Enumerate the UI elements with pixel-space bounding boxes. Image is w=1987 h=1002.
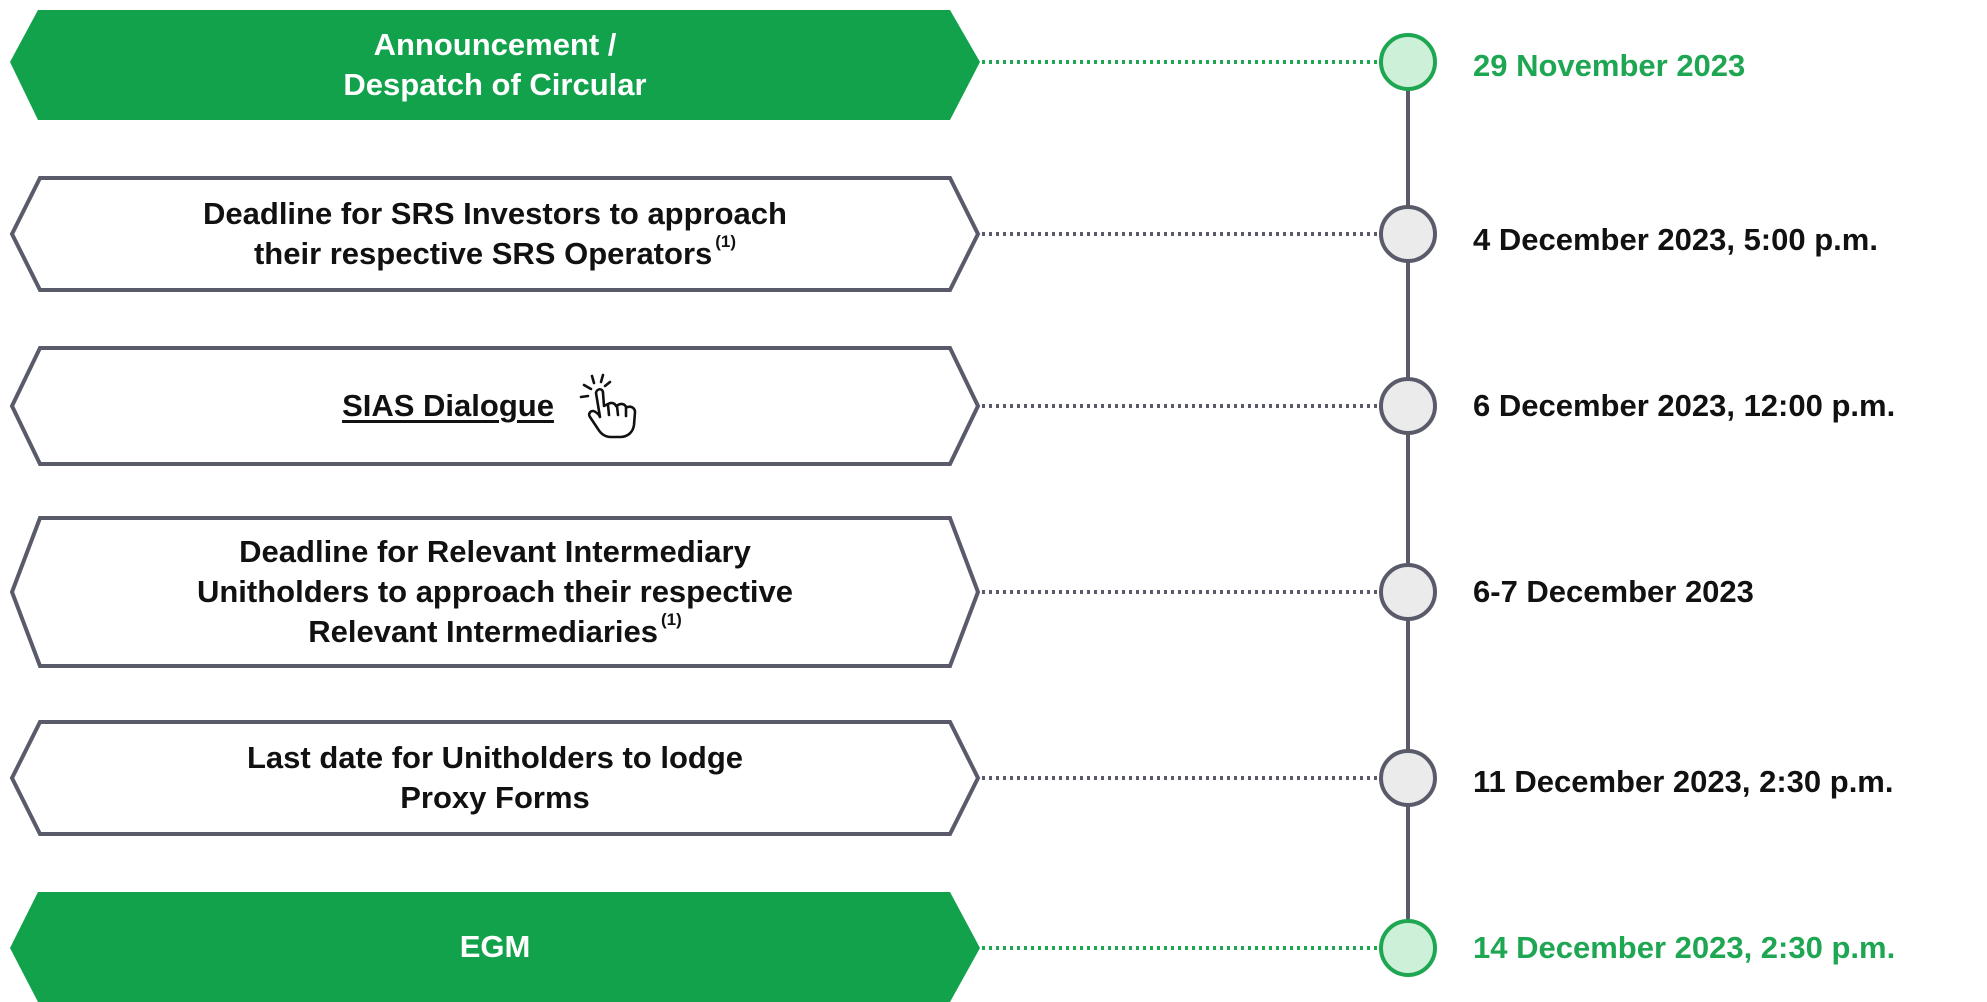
tap-hand-icon[interactable]	[570, 371, 648, 441]
node-srs-deadline	[1379, 205, 1437, 263]
event-label-line: Deadline for Relevant Intermediary	[239, 534, 751, 569]
event-date-proxy-forms: 11 December 2023, 2:30 p.m.	[1473, 764, 1894, 799]
node-intermediary-deadline	[1379, 563, 1437, 621]
event-box-srs-deadline	[9, 176, 981, 292]
event-label-sias-dialogue: SIAS Dialogue	[110, 348, 880, 464]
node-sias-dialogue	[1379, 377, 1437, 435]
event-label-line: Last date for Unitholders to lodge	[246, 740, 743, 775]
event-label-line: EGM	[459, 929, 531, 964]
event-label-line: Proxy Forms	[400, 780, 590, 815]
node-proxy-forms	[1379, 749, 1437, 807]
event-label-line: their respective SRS Operators	[253, 236, 713, 271]
event-label-intermediary-deadline: Deadline for Relevant Intermediary Unith…	[110, 518, 880, 666]
event-box-intermediary-deadline	[9, 516, 981, 668]
sias-dialogue-link[interactable]: SIAS Dialogue	[342, 388, 554, 423]
node-announcement	[1379, 33, 1437, 91]
event-label-egm: EGM	[110, 892, 880, 1002]
event-date-intermediary-deadline: 6-7 December 2023	[1473, 574, 1754, 609]
event-label-line: Despatch of Circular	[343, 67, 647, 102]
event-box-proxy-forms	[9, 720, 981, 836]
event-date-sias-dialogue: 6 December 2023, 12:00 p.m.	[1473, 388, 1896, 423]
event-date-srs-deadline: 4 December 2023, 5:00 p.m.	[1473, 222, 1878, 257]
event-label-line: Relevant Intermediaries	[308, 614, 658, 649]
event-label-line: Announcement /	[373, 27, 617, 62]
node-egm	[1379, 919, 1437, 977]
footnote-marker: (1)	[715, 231, 737, 251]
event-date-egm: 14 December 2023, 2:30 p.m.	[1473, 930, 1896, 965]
event-date-announcement: 29 November 2023	[1473, 48, 1746, 83]
event-label-proxy-forms: Last date for Unitholders to lodge Proxy…	[110, 722, 880, 834]
event-box-announcement	[10, 10, 980, 120]
event-label-line: Deadline for SRS Investors to approach	[203, 196, 787, 231]
footnote-marker: (1)	[660, 609, 682, 629]
event-label-line: Unitholders to approach their respective	[196, 574, 794, 609]
event-label-srs-deadline: Deadline for SRS Investors to approach t…	[110, 178, 880, 290]
event-label-announcement: Announcement / Despatch of Circular	[110, 10, 880, 120]
event-box-sias-dialogue	[9, 346, 981, 466]
event-box-egm	[10, 892, 980, 1002]
